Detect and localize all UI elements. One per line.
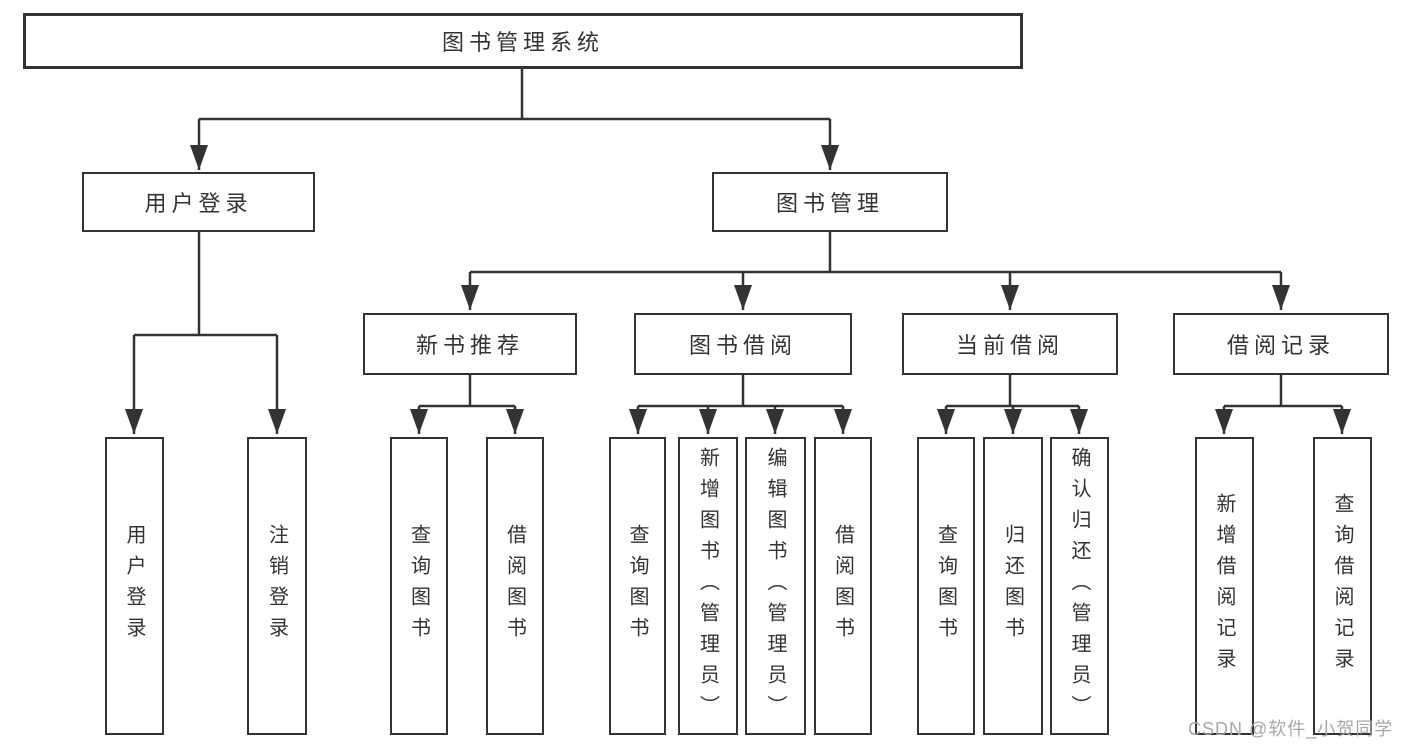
leaf-user-login: 用户登录 — [105, 437, 164, 735]
node-borrowing-records: 借阅记录 — [1173, 313, 1389, 375]
leaf-cb-query-books: 查询图书 — [917, 437, 975, 735]
leaf-rec-query-books: 查询图书 — [390, 437, 448, 735]
leaf-logout: 注销登录 — [247, 437, 307, 735]
node-library-system: 图书管理系统 — [23, 13, 1023, 69]
leaf-br-query-record: 查询借阅记录 — [1313, 437, 1372, 735]
leaf-bb-query-books: 查询图书 — [609, 437, 666, 735]
node-user-login: 用户登录 — [82, 172, 315, 232]
node-book-management: 图书管理 — [712, 172, 948, 232]
leaf-br-add-record: 新增借阅记录 — [1195, 437, 1254, 735]
csdn-watermark: CSDN @软件_小贺同学 — [1188, 719, 1394, 739]
leaf-cb-confirm-return-admin: 确认归还（管理员） — [1050, 437, 1109, 735]
leaf-bb-edit-books-admin: 编辑图书（管理员） — [745, 437, 806, 735]
node-book-borrowing: 图书借阅 — [634, 313, 852, 375]
leaf-rec-borrow-books: 借阅图书 — [486, 437, 544, 735]
leaf-bb-add-books-admin: 新增图书（管理员） — [678, 437, 738, 735]
leaf-cb-return-books: 归还图书 — [983, 437, 1043, 735]
node-new-book-recommendation: 新书推荐 — [363, 313, 577, 375]
node-current-borrowing: 当前借阅 — [902, 313, 1118, 375]
leaf-bb-borrow-books: 借阅图书 — [814, 437, 872, 735]
